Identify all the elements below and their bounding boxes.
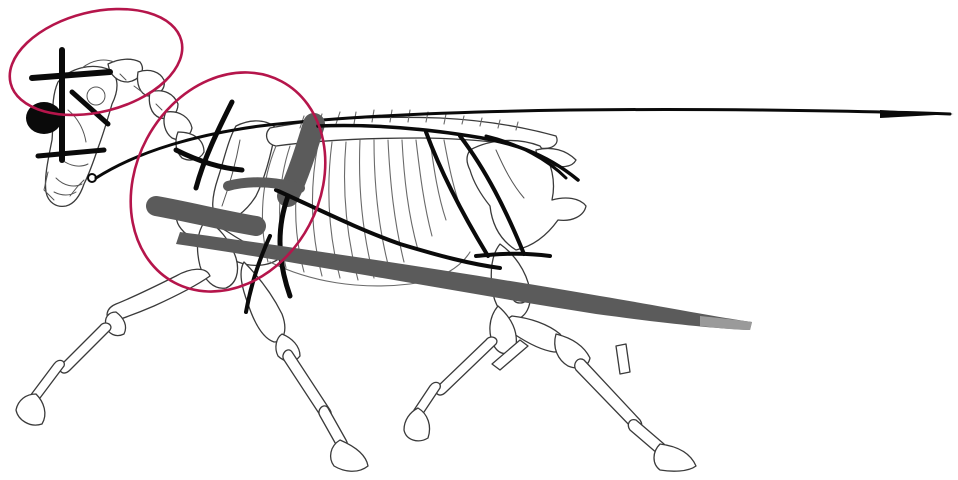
cannon-rear-far — [436, 337, 497, 395]
hoof-rear-far — [404, 408, 430, 441]
hoof-rear-near — [654, 444, 696, 471]
skull — [44, 66, 117, 206]
cannon-front-near — [60, 323, 111, 373]
hoof-front-far — [331, 440, 368, 471]
girth — [280, 196, 290, 296]
breeching-lower — [476, 254, 550, 256]
rein-end — [880, 110, 954, 118]
hoof-front-near — [16, 394, 45, 425]
radius-front-near — [107, 269, 210, 322]
breastcollar-trace — [228, 182, 300, 188]
